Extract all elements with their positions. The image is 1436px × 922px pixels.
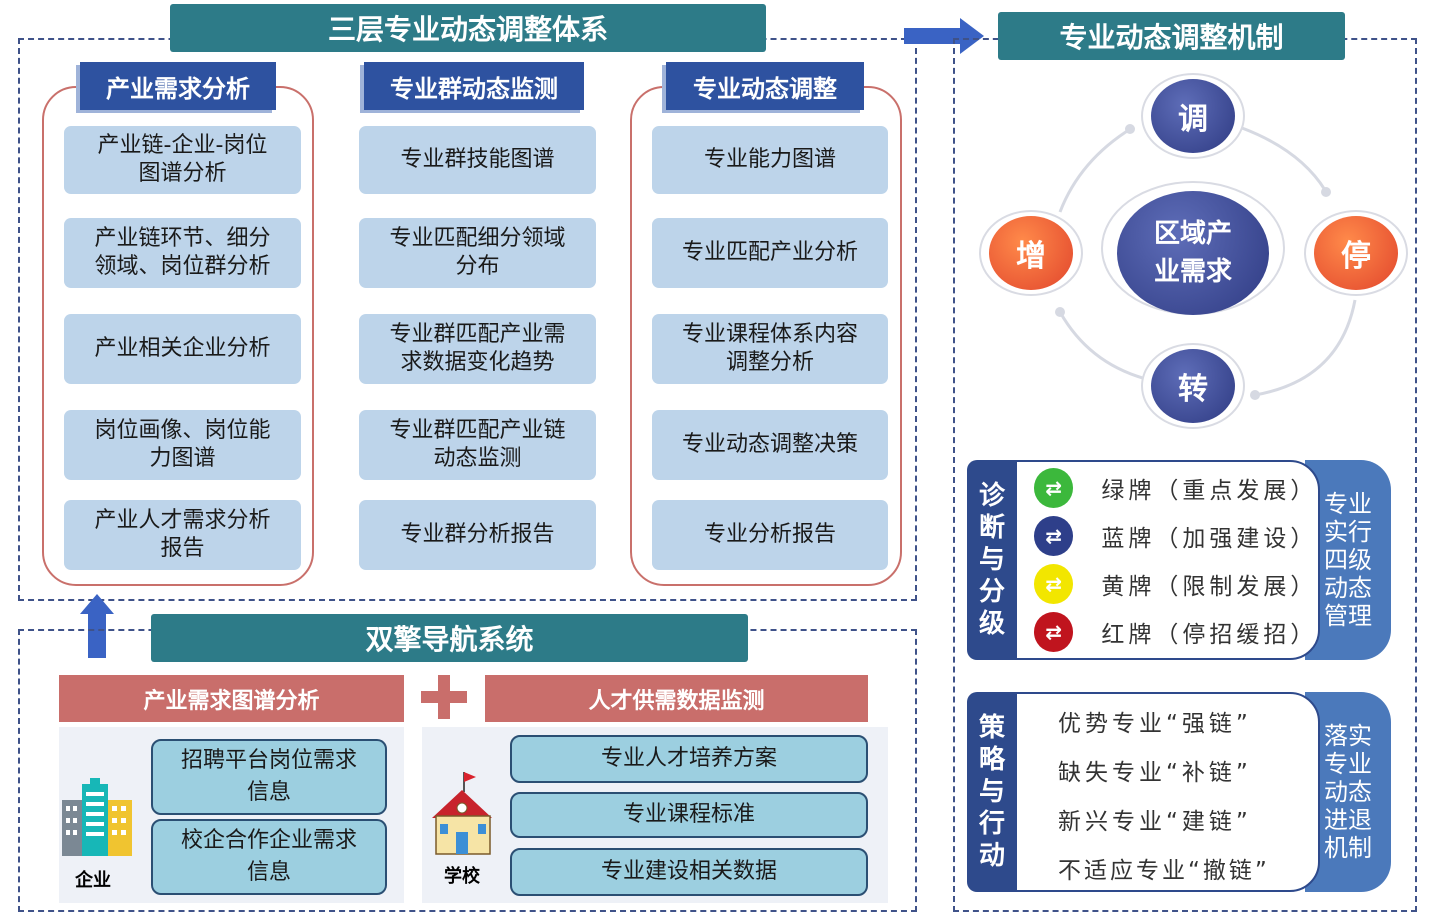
- adjust-item: 专业课程体系内容 调整分析: [652, 314, 888, 384]
- grade-row-green: ⇄ 绿牌（重点发展）: [1034, 464, 1314, 512]
- grade-label: 红牌（停招缓招）: [1101, 622, 1318, 648]
- grade-row-red: ⇄ 红牌（停招缓招）: [1034, 608, 1314, 656]
- increase-node: 增: [989, 216, 1073, 290]
- diagnosis-tag: 诊 断 与 分 级: [967, 460, 1017, 660]
- yellow-swap-icon: ⇄: [1034, 564, 1074, 604]
- school-building-icon: [432, 772, 492, 855]
- dual-engine-title: 双擎导航系统: [151, 614, 748, 662]
- column-header-major-adjust: 专业动态调整: [666, 62, 864, 110]
- school-info-item: 专业人才培养方案: [510, 735, 868, 783]
- adjust-item: 专业能力图谱: [652, 126, 888, 194]
- right-arrow-icon: [904, 18, 984, 54]
- strategy-tag-char: 略: [978, 745, 1005, 775]
- adjust-item: 专业动态调整决策: [652, 410, 888, 480]
- adjust-item: 专业分析报告: [652, 500, 888, 570]
- group-item: 专业群匹配产业需 求数据变化趋势: [359, 314, 596, 384]
- plus-icon: [421, 675, 467, 719]
- strategy-tag-char: 行: [978, 809, 1005, 839]
- strategy-item: 新兴专业“建链”: [1058, 808, 1252, 835]
- strategy-item: 缺失专业“补链”: [1058, 759, 1252, 786]
- strategy-item: 不适应专业“撤链”: [1058, 857, 1270, 884]
- diagnosis-tag-char: 断: [978, 513, 1005, 543]
- stop-node: 停: [1314, 216, 1398, 290]
- industry-item: 产业相关企业分析: [64, 314, 301, 384]
- adjust-node: 调: [1151, 79, 1235, 153]
- grade-row-blue: ⇄ 蓝牌（加强建设）: [1034, 512, 1314, 560]
- diagnosis-tag-char: 诊: [978, 481, 1005, 511]
- diagnosis-tag-char: 级: [978, 609, 1005, 639]
- up-arrow-icon: [80, 594, 114, 658]
- strategy-tag-char: 与: [978, 777, 1005, 807]
- group-item: 专业群匹配产业链 动态监测: [359, 410, 596, 480]
- industry-item: 产业链环节、细分 领域、岗位群分析: [64, 218, 301, 288]
- column-header-group-monitor: 专业群动态监测: [364, 62, 584, 110]
- talent-monitor-header: 人才供需数据监测: [485, 675, 868, 722]
- industry-item: 岗位画像、岗位能 力图谱: [64, 410, 301, 480]
- three-layer-system-title: 三层专业动态调整体系: [170, 4, 766, 52]
- enterprise-info-item: 招聘平台岗位需求 信息: [151, 739, 387, 815]
- industry-item: 产业人才需求分析 报告: [64, 500, 301, 570]
- group-item: 专业群分析报告: [359, 500, 596, 570]
- strategy-panel: [1010, 692, 1320, 892]
- strategy-tag: 策 略 与 行 动: [967, 692, 1017, 892]
- school-label: 学校: [444, 866, 480, 887]
- red-swap-icon: ⇄: [1034, 612, 1074, 652]
- diagnosis-tag-char: 与: [978, 545, 1005, 575]
- enterprise-info-item: 校企合作企业需求 信息: [151, 819, 387, 895]
- school-info-item: 专业建设相关数据: [510, 848, 868, 896]
- cycle-connector-arcs: [1055, 124, 1357, 400]
- strategy-tag-char: 动: [978, 841, 1005, 871]
- green-swap-icon: ⇄: [1034, 468, 1074, 508]
- transform-node: 转: [1151, 349, 1235, 423]
- adjust-item: 专业匹配产业分析: [652, 218, 888, 288]
- school-info-item: 专业课程标准: [510, 792, 868, 838]
- blue-swap-icon: ⇄: [1034, 516, 1074, 556]
- grade-label: 蓝牌（加强建设）: [1101, 526, 1318, 552]
- mechanism-title: 专业动态调整机制: [998, 12, 1345, 60]
- industry-graph-header: 产业需求图谱分析: [59, 675, 404, 722]
- center-demand-node: 区域产 业需求: [1117, 191, 1269, 315]
- industry-item: 产业链-企业-岗位 图谱分析: [64, 126, 301, 194]
- grade-label: 黄牌（限制发展）: [1101, 574, 1318, 600]
- grade-row-yellow: ⇄ 黄牌（限制发展）: [1034, 560, 1314, 608]
- enterprise-building-icon: [62, 778, 132, 856]
- grade-list: ⇄ 绿牌（重点发展） ⇄ 蓝牌（加强建设） ⇄ 黄牌（限制发展） ⇄ 红牌（停招…: [1034, 464, 1314, 656]
- group-item: 专业群技能图谱: [359, 126, 596, 194]
- strategy-list: 优势专业“强链” 缺失专业“补链” 新兴专业“建链” 不适应专业“撤链”: [1058, 696, 1308, 892]
- grade-label: 绿牌（重点发展）: [1101, 478, 1318, 504]
- enterprise-label: 企业: [75, 870, 111, 891]
- strategy-item: 优势专业“强链”: [1058, 710, 1252, 737]
- group-item: 专业匹配细分领域 分布: [359, 218, 596, 288]
- diagnosis-tag-char: 分: [978, 577, 1005, 607]
- column-header-industry-demand: 产业需求分析: [80, 62, 276, 110]
- strategy-tag-char: 策: [978, 713, 1005, 743]
